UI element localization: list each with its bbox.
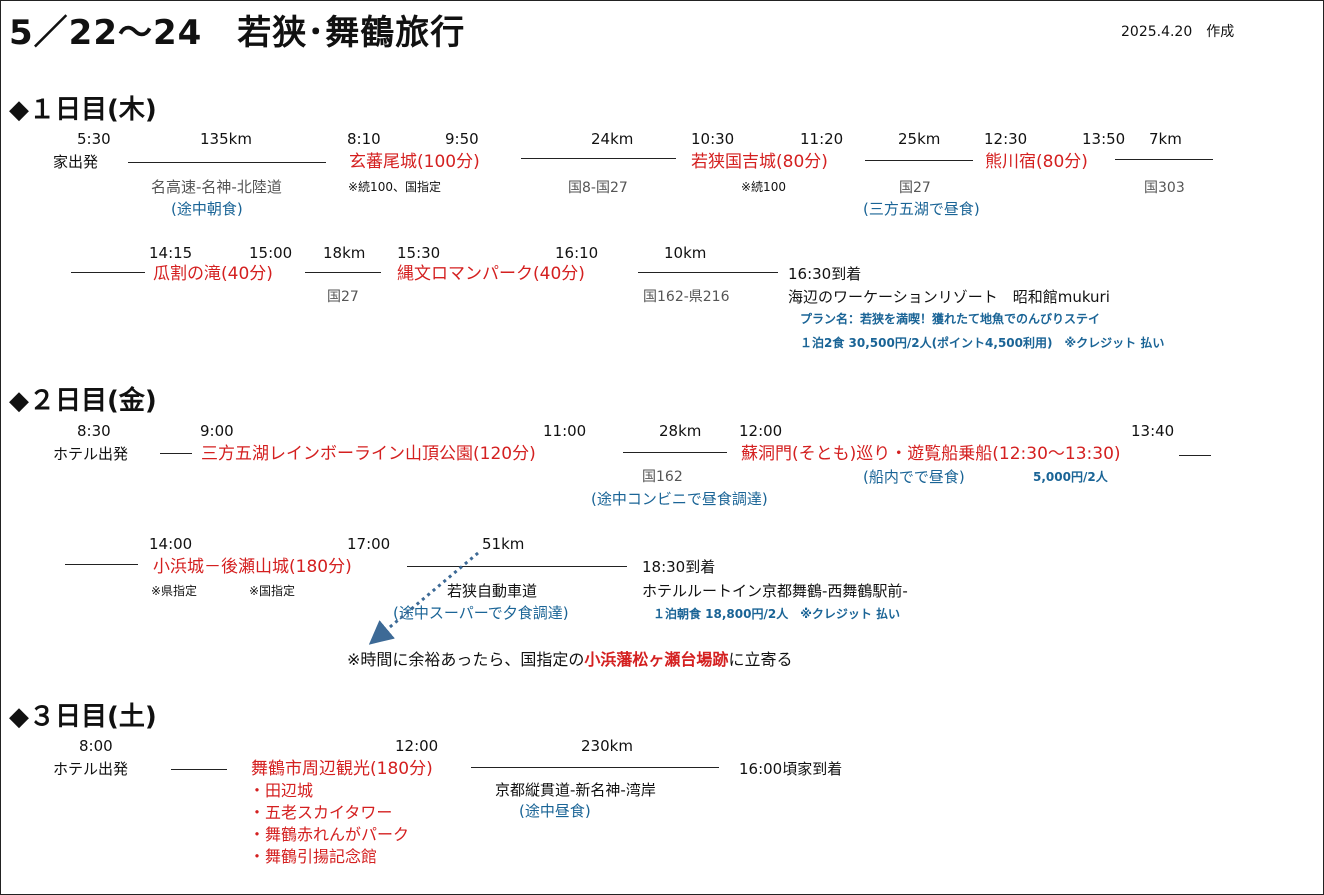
time-label: 11:00 [543,422,587,440]
day2-heading: ◆２日目(金) [9,386,157,416]
time-label: 5:30 [77,130,111,148]
page-title: 5／22～24 若狭･舞鶴旅行 [9,13,466,53]
meal-note: (途中スーパーで夕食調達) [393,604,569,622]
distance-label: 10km [664,244,707,262]
designation-note: ※続100 [741,180,786,194]
arrival-label: 16:30到着 [788,265,862,283]
time-label: 9:50 [445,130,479,148]
spot-genba-castle: 玄蕃尾城(100分) [349,152,480,172]
price-note: １泊朝食 18,800円/2人 ※クレジット 払い [653,607,901,621]
designation-note: ※国指定 [249,584,296,598]
time-label: 17:00 [347,535,391,553]
time-label: 15:00 [249,244,293,262]
time-label: 10:30 [691,130,735,148]
route-line [638,272,778,273]
time-label: 13:40 [1131,422,1175,440]
route-label: 国27 [327,289,359,305]
route-label: 国162 [642,469,683,485]
route-line [1179,455,1211,456]
route-line [171,769,227,770]
arrival-label: 18:30到着 [642,558,716,576]
created-date: 2025.4.20 作成 [1121,24,1235,40]
route-line [305,272,381,273]
route-line [865,160,973,161]
route-line [65,564,138,565]
meal-note: (三方五湖で昼食) [863,200,980,218]
route-line [407,566,627,567]
route-label: 京都縦貫道-新名神-湾岸 [495,781,656,799]
route-line [128,162,326,163]
distance-label: 135km [200,130,252,148]
sub-spot-repatriation-museum: ・舞鶴引揚記念館 [249,847,378,866]
spot-matsugase-battery: 小浜藩松ヶ瀬台場跡 [584,650,729,669]
time-label: 8:10 [347,130,381,148]
meal-note: (船内でで昼食) [863,468,965,486]
time-label: 12:00 [739,422,783,440]
hotel-name: 海辺のワーケーションリゾート 昭和館mukuri [788,288,1110,306]
route-label: 国8-国27 [568,180,628,196]
sub-spot-red-brick-park: ・舞鶴赤れんがパーク [249,825,410,844]
time-label: 12:30 [984,130,1028,148]
distance-label: 25km [898,130,941,148]
spot-kumagawa: 熊川宿(80分) [985,152,1088,172]
route-line [623,452,727,453]
route-line [1115,159,1213,160]
route-label: 若狭自動車道 [447,582,538,600]
meal-note: (途中コンビニで昼食調達) [591,490,768,508]
plan-name: プラン名：若狭を満喫！獲れたて地魚でのんびりステイ [800,312,1101,326]
route-line [521,158,676,159]
time-label: 16:10 [555,244,599,262]
start-label: 家出発 [53,153,99,171]
time-label: 11:20 [800,130,844,148]
time-label: 13:50 [1082,130,1126,148]
start-label: ホテル出発 [53,445,129,463]
route-label: 国303 [1144,180,1185,196]
time-label: 15:30 [397,244,441,262]
route-label: 名高速-名神-北陸道 [151,178,282,196]
spot-rainbow-line: 三方五湖レインボーライン山頂公園(120分) [201,444,536,464]
sub-spot-tanabe-castle: ・田辺城 [249,781,314,800]
arrival-label: 16:00頃家到着 [739,760,843,778]
distance-label: 7km [1149,130,1182,148]
day3-heading: ◆３日目(土) [9,702,157,732]
time-label: 8:30 [77,422,111,440]
route-line [160,453,192,454]
designation-note: ※続100、国指定 [348,180,441,194]
dotted-arrow-icon [368,551,479,645]
time-label: 14:15 [149,244,193,262]
spot-sotomo-cruise: 蘇洞門(そとも)巡り・遊覧船乗船(12:30～13:30) [741,444,1121,464]
distance-label: 18km [323,244,366,262]
price-note: １泊2食 30,500円/2人(ポイント4,500利用) ※クレジット 払い [800,336,1165,350]
meal-note: (途中昼食) [519,802,591,820]
route-line [71,272,145,273]
time-label: 12:00 [395,737,439,755]
time-label: 14:00 [149,535,193,553]
spot-kuniyoshi-castle: 若狭国吉城(80分) [691,152,828,172]
route-line [471,767,719,768]
optional-stop-note: ※時間に余裕あったら、国指定の小浜藩松ヶ瀬台場跡に立寄る [347,650,793,669]
day1-heading: ◆１日目(木) [9,95,157,125]
designation-note: ※県指定 [151,584,198,598]
distance-label: 230km [581,737,633,755]
distance-label: 28km [659,422,702,440]
spot-maizuru-sightseeing: 舞鶴市周辺観光(180分) [251,759,433,779]
hotel-name: ホテルルートイン京都舞鶴-西舞鶴駅前- [642,582,908,600]
sub-spot-goro-sky-tower: ・五老スカイタワー [249,803,393,822]
time-label: 9:00 [200,422,234,440]
spot-jomon-park: 縄文ロマンパーク(40分) [397,264,585,284]
spot-obama-castle: 小浜城－後瀬山城(180分) [153,557,352,577]
route-label: 国162-県216 [643,289,730,305]
distance-label: 51km [482,535,525,553]
spot-uriwari-falls: 瓜割の滝(40分) [153,264,273,284]
meal-note: (途中朝食) [171,200,243,218]
distance-label: 24km [591,130,634,148]
route-label: 国27 [899,180,931,196]
price-note: 5,000円/2人 [1033,470,1108,484]
start-label: ホテル出発 [53,760,129,778]
time-label: 8:00 [79,737,113,755]
